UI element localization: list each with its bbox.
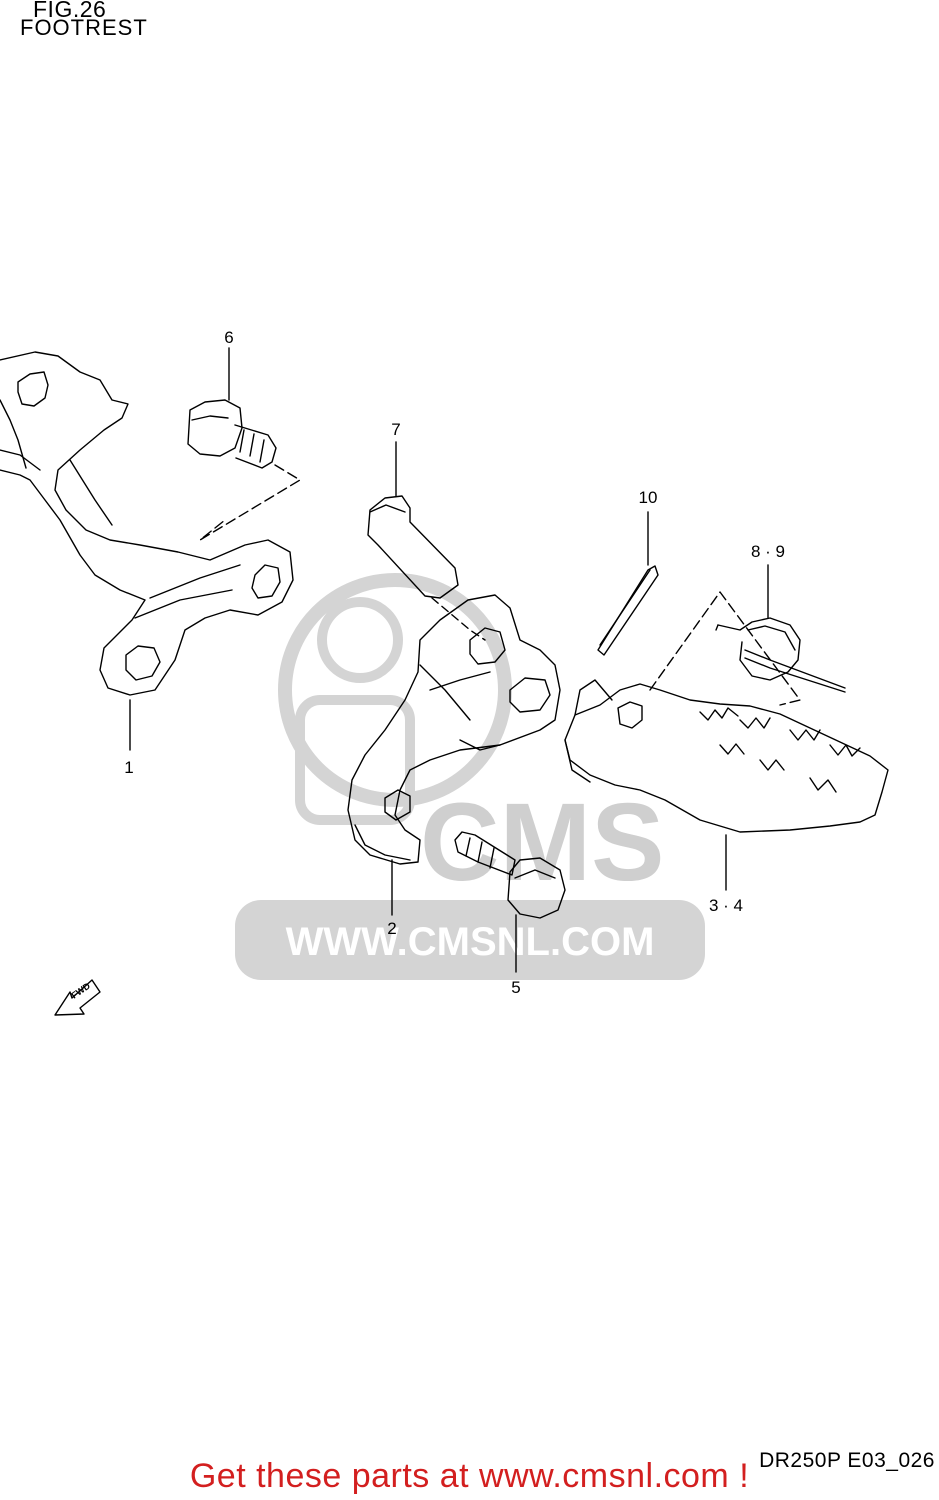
footrest-bracket [0, 351, 294, 696]
callout-5: 5 [511, 978, 520, 997]
bolt-5 [454, 831, 566, 973]
diagram-code: DR250P E03_026 [759, 1449, 935, 1472]
figure-number: FIG.26 [33, 0, 107, 22]
fwd-arrow-icon [54, 979, 101, 1016]
figure-title: FOOTREST [20, 15, 148, 40]
bolt-6 [187, 347, 301, 541]
callout-8-9: 8 · 9 [751, 542, 785, 561]
watermark-url: WWW.CMSNL.COM [286, 920, 655, 964]
callout-6: 6 [224, 328, 233, 347]
spring-8-9 [649, 564, 846, 706]
callout-2: 2 [387, 919, 396, 938]
cotter-pin-10 [597, 511, 659, 656]
pin-7 [367, 441, 486, 641]
callout-3-4: 3 · 4 [709, 896, 743, 915]
callout-1: 1 [124, 758, 133, 777]
callout-7: 7 [391, 420, 400, 439]
callout-10: 10 [639, 488, 658, 507]
watermark-logo: CMS WWW.CMSNL.COM [235, 573, 705, 980]
watermark-cms: CMS [420, 781, 664, 904]
footrest-peg [564, 679, 889, 891]
promo-link[interactable]: Get these parts at www.cmsnl.com ! [189, 1457, 750, 1495]
footrest-holder [347, 594, 561, 865]
